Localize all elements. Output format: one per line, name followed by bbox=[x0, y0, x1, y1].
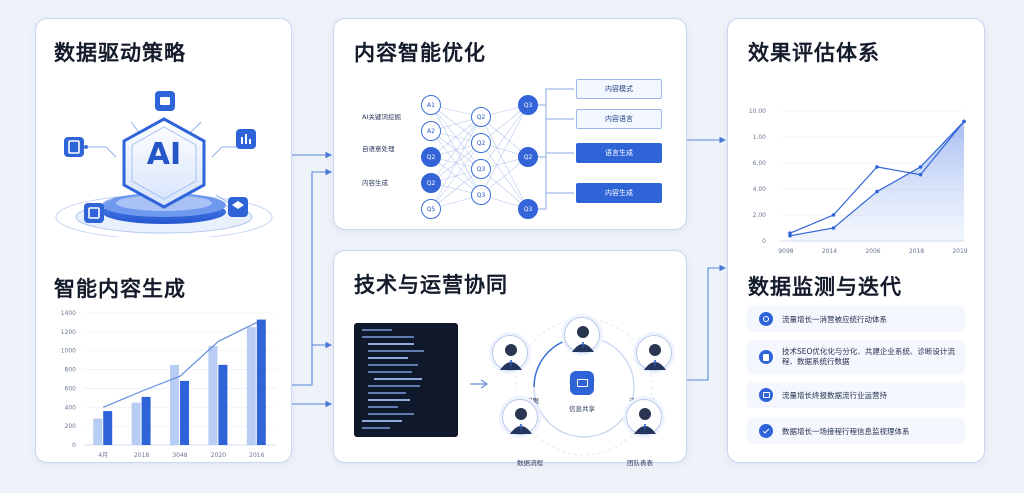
check-icon bbox=[759, 424, 773, 438]
nn-node: A2 bbox=[421, 121, 441, 141]
x-tick-label: 2018 bbox=[134, 452, 149, 459]
x-tick-label: 2016 bbox=[249, 452, 264, 459]
input-label-2: 内容生成 bbox=[362, 179, 388, 187]
data-point bbox=[831, 226, 836, 230]
calendar-icon bbox=[759, 388, 773, 402]
data-point bbox=[788, 234, 792, 238]
content-opt-title: 内容智能优化 bbox=[354, 41, 486, 65]
nn-node: Q3 bbox=[518, 95, 538, 115]
evaluation-title: 效果评估体系 bbox=[748, 41, 880, 65]
monitor-item-0: 流量增长一消营被应统行动体系 bbox=[747, 306, 965, 332]
bar bbox=[246, 327, 256, 445]
nn-node: Q5 bbox=[421, 199, 441, 219]
monitor-item-2: 流量增长终报数据流行业运营持 bbox=[747, 382, 965, 408]
output-box-0: 内容模式 bbox=[576, 79, 662, 99]
bar bbox=[141, 396, 151, 445]
data-point bbox=[918, 172, 923, 177]
output-box-2: 语言生成 bbox=[576, 143, 662, 163]
y-tick-label: 1000 bbox=[61, 348, 76, 355]
y-tick-label: 0 bbox=[762, 238, 766, 245]
data-point bbox=[875, 165, 879, 169]
y-tick-label: 1.00 bbox=[753, 134, 767, 141]
bar bbox=[180, 380, 189, 445]
area-chart: 0 2.00 4.00 6.00 1.00 10.00 9098 2014 2006 2018 20… bbox=[749, 108, 968, 255]
data-point bbox=[962, 119, 966, 124]
team-member-label: 数据流程 bbox=[517, 459, 543, 467]
y-tick-label: 0 bbox=[72, 442, 76, 449]
output-box-3: 内容生成 bbox=[576, 183, 662, 203]
x-tick-label: 2019 bbox=[952, 248, 967, 255]
x-tick-label: 4月 bbox=[98, 452, 108, 459]
y-tick-label: 200 bbox=[65, 423, 77, 430]
target-icon bbox=[759, 312, 773, 326]
team-member-avatar bbox=[564, 317, 600, 353]
data-point bbox=[831, 213, 836, 217]
ai-label: AI bbox=[146, 137, 182, 172]
monitor-item-1: 技术SEO优化化与分化、共建企业系统、诊断设计流程、数据系统行数据 bbox=[747, 340, 965, 374]
y-tick-label: 1400 bbox=[61, 310, 76, 317]
tech-ops-panel: 技术与运营协同 关键协备新闻媒眼流量报表数据流程团队表表 bbox=[333, 250, 687, 467]
nn-node: Q2 bbox=[471, 107, 491, 127]
output-box-1: 内容语言 bbox=[576, 109, 662, 129]
team-member-avatar bbox=[636, 335, 672, 371]
x-tick-label: 2006 bbox=[865, 248, 880, 255]
y-tick-label: 1200 bbox=[61, 329, 76, 336]
team-member-avatar bbox=[626, 399, 662, 435]
data-point bbox=[918, 165, 923, 169]
flow-arrow-icon bbox=[470, 379, 489, 389]
bar bbox=[218, 364, 228, 445]
bar bbox=[256, 319, 266, 445]
strategy-title: 数据驱动策略 bbox=[54, 41, 186, 65]
nn-node: Q2 bbox=[421, 173, 441, 193]
x-tick-label: 2014 bbox=[822, 248, 837, 255]
trend-line bbox=[102, 321, 258, 408]
input-label-1: 自语意处理 bbox=[362, 145, 395, 153]
bar bbox=[170, 364, 179, 445]
x-tick-label: 2018 bbox=[909, 248, 924, 255]
y-tick-label: 2.00 bbox=[753, 212, 767, 219]
team-member-label: 团队表表 bbox=[627, 459, 653, 467]
bar bbox=[208, 346, 218, 445]
nn-node: A1 bbox=[421, 95, 441, 115]
share-icon bbox=[570, 371, 594, 395]
x-tick-label: 9098 bbox=[778, 248, 793, 255]
code-terminal bbox=[354, 323, 458, 437]
y-tick-label: 800 bbox=[65, 367, 77, 374]
y-tick-label: 400 bbox=[65, 404, 77, 411]
bar-chart: 0 200 400 600 800 1000 1200 1400 4月 2018 3048 2020 2… bbox=[61, 310, 276, 459]
monitoring-title: 数据监测与迭代 bbox=[748, 275, 902, 299]
nn-node: Q3 bbox=[471, 159, 491, 179]
monitor-item-3: 数据增长一场接程行程信息监视理体系 bbox=[747, 418, 965, 444]
nn-node: Q2 bbox=[421, 147, 441, 167]
area-fill bbox=[790, 121, 964, 241]
team-member-avatar bbox=[502, 399, 538, 435]
input-label-0: AI关键词挖掘 bbox=[362, 113, 401, 121]
data-point bbox=[875, 189, 879, 194]
nn-node: Q2 bbox=[471, 133, 491, 153]
x-tick-label: 2020 bbox=[211, 452, 226, 459]
content-gen-title: 智能内容生成 bbox=[54, 277, 186, 301]
center-label: 信息共享 bbox=[569, 405, 595, 413]
document-icon bbox=[759, 350, 773, 364]
nn-node: Q2 bbox=[518, 147, 538, 167]
data-point bbox=[788, 231, 792, 235]
nn-node: Q3 bbox=[518, 199, 538, 219]
bar bbox=[93, 418, 103, 445]
y-tick-label: 6.00 bbox=[753, 160, 767, 167]
y-tick-label: 10.00 bbox=[749, 108, 766, 115]
x-tick-label: 3048 bbox=[172, 452, 187, 459]
tech-ops-title: 技术与运营协同 bbox=[354, 273, 508, 297]
team-member-avatar bbox=[492, 335, 528, 371]
bar bbox=[131, 402, 141, 445]
bar bbox=[103, 411, 113, 445]
y-tick-label: 600 bbox=[65, 385, 77, 392]
y-tick-label: 4.00 bbox=[753, 186, 767, 193]
nn-node: Q3 bbox=[471, 185, 491, 205]
ai-illustration bbox=[55, 91, 273, 237]
